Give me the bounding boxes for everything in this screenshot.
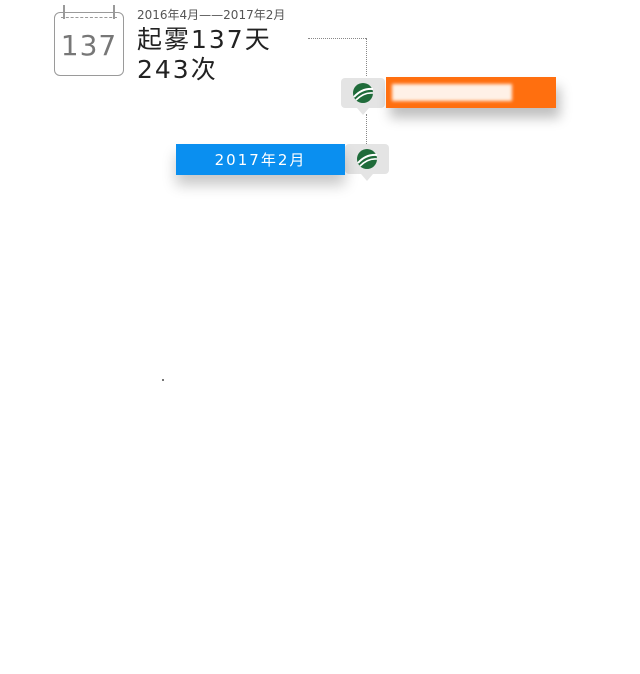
timeline-entry-blue[interactable]: 2017年2月 — [176, 144, 345, 175]
leaf-logo-icon — [353, 83, 374, 103]
calendar-number: 137 — [60, 29, 118, 62]
timeline-badge-1 — [341, 78, 385, 115]
timeline-label-obscured — [392, 84, 512, 101]
date-range-text: 2016年4月——2017年2月 — [137, 8, 286, 22]
calendar-dashed-line — [61, 17, 117, 18]
timeline-label-blue: 2017年2月 — [214, 151, 307, 169]
connector-line-vertical-top — [366, 38, 367, 76]
timeline-entry-orange[interactable] — [386, 77, 556, 108]
stray-dot — [162, 379, 164, 381]
timeline-badge-2 — [345, 144, 389, 181]
fog-times-text: 243次 — [137, 55, 218, 84]
connector-line-horizontal — [308, 38, 366, 39]
fog-days-text: 起雾137天 — [137, 25, 272, 54]
calendar-ring-right — [113, 5, 115, 19]
calendar-icon: 137 — [54, 5, 124, 76]
connector-line-vertical-bottom — [366, 114, 367, 144]
calendar-ring-left — [63, 5, 65, 19]
calendar-rings — [55, 5, 123, 19]
leaf-logo-icon — [357, 149, 378, 169]
